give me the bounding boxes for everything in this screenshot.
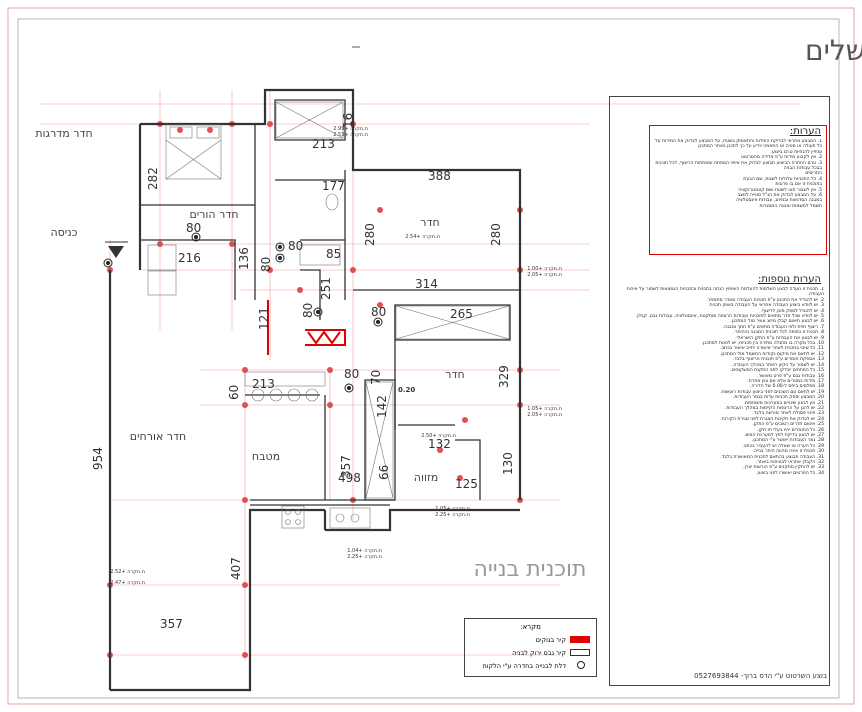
dim-16: 16 [341,113,355,128]
dim-66: 66 [377,465,391,480]
notes-panel: הערות: 1. המבצע אחראי לבדיקת המידות והתא… [609,96,830,686]
demolish-walls [267,300,346,355]
room-label-pantry: מזווה [414,471,438,484]
door-marker-icon [577,661,585,669]
drawing-title: קצנלבוגן 10/13 ירושלים [805,34,862,67]
dim-80-e: 80 [344,367,359,381]
dim-177: 177 [322,179,345,193]
dim-251: 251 [319,277,333,300]
level-11: ת.תקרה +1.04 [347,548,382,554]
level-1: ת.תקרה +2.99 [333,126,368,132]
room-label-stairs: חדר מדרגות [35,127,92,140]
interior-walls [140,99,520,506]
level-4: ת.תקרה +2.05 [527,272,562,278]
dim-80-c: 80 [259,257,273,272]
notes-red-frame [649,125,827,255]
dim-020: 0.20 [398,386,415,394]
dim-136: 136 [237,247,251,270]
room-label-living: חדר אורחים [130,430,186,443]
dim-407: 407 [229,557,243,580]
room-label-room-1: חדר [420,216,439,229]
room-labels: חדר מדרגות כניסה חדר הורים חדר חדר חדר א… [35,127,464,484]
dim-216: 216 [178,251,201,265]
dim-213-mid: 213 [252,377,275,391]
level-10: ת.תקרה +2.25 [435,512,470,518]
dim-388: 388 [428,169,451,183]
level-9: ת.תקרה +1.05 [435,506,470,512]
fixtures [147,101,510,529]
legend-title: מקרא: [520,623,541,631]
level-13: ת.תקרה +2.54 [405,234,440,240]
dim-125: 125 [455,477,478,491]
room-label-room-2: חדר [445,368,464,381]
dim-329: 329 [497,365,511,388]
level-6: ת.תקרה +2.05 [527,412,562,418]
dim-80-f: 80 [301,303,315,318]
door-markers [103,232,383,393]
dim-280-a: 280 [363,223,377,246]
dim-954: 954 [91,447,105,470]
outer-walls [108,88,522,692]
level-5: ת.תקרה +1.05 [527,406,562,412]
grid-nodes [107,121,523,658]
sheet-inner-border [17,18,840,699]
dim-80-b: 80 [288,239,303,253]
sheet-border [7,7,855,705]
dim-121: 121 [257,307,271,330]
contact-line: בוצע השרטוט ע"י הדס ברוך- 0527693844 [694,672,827,680]
level-labels: ת.תקרה +2.99 ת.תקרה +2.53 ת.תקרה +2.54 ת… [110,126,562,586]
legend-item-3: דלת לבנייה בחדרה ע"י הלקוח [482,662,566,670]
legend-swatch-demolish [570,636,590,643]
notes-heading: הערות: [789,126,821,137]
dim-132: 132 [428,437,451,451]
dim-85: 85 [326,247,341,261]
dim-130: 130 [501,452,515,475]
dim-213-top: 213 [312,137,335,151]
dim-142: 142 [375,395,389,418]
dim-357-h: 357 [160,617,183,631]
dim-70: 70 [369,370,383,385]
drawing-subtitle: תוכנית בנייה [473,557,586,582]
dim-498: 498 [338,471,361,485]
legend-swatch-gypsum [570,649,590,656]
room-label-parents: חדר הורים [189,208,238,221]
dim-282: 282 [146,167,160,190]
notes-body-2: 1. תכנית זו נועדה לבצע השלמות להעלמת השי… [626,287,824,476]
room-label-entrance: כניסה [50,226,77,239]
level-7: ת.תקרה +2.52 [110,569,145,575]
dim-60: 60 [227,385,241,400]
dim-280-b: 280 [489,223,503,246]
room-label-kitchen: מטבח [252,450,280,463]
notes-body: 1. המבצע אחראי לבדיקת המידות והתאמתן בשט… [655,139,822,209]
level-12: ת.תקרה +2.25 [347,554,382,560]
level-8: ת.תקרה +2.47 [110,580,145,586]
level-14: ת.תקרה +2.50 [421,433,456,439]
dim-357-v: 357 [339,455,353,478]
dim-314: 314 [415,277,438,291]
entrance-arrow-icon [105,241,128,258]
legend-item-1: קיר בנוקים [535,636,566,644]
dim-80-a: 80 [186,221,201,235]
dim-80-d: 80 [371,305,386,319]
legend-item-2: קיר גבס ירוק לבניה [512,649,566,657]
legend-box: מקרא: קיר בנוקים קיר גבס ירוק לבניה דלת … [464,618,597,677]
notes-heading-2: הערות נוספות: [757,274,821,285]
level-3: ת.תקרה +1.00 [527,266,562,272]
level-2: ת.תקרה +2.53 [333,132,368,138]
dimension-labels: 213 16 177 282 388 280 280 80 80 80 80 8… [91,113,515,631]
dim-265: 265 [450,307,473,321]
